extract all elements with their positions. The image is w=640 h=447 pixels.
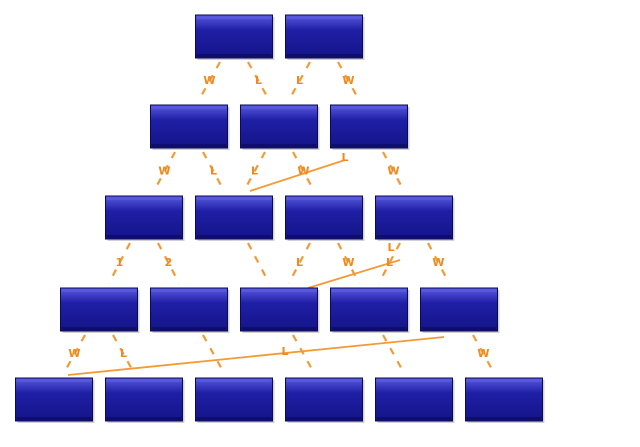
bracket-slot (195, 14, 275, 60)
bracket-slot (150, 104, 230, 150)
loser-drop-line (307, 259, 401, 289)
bracket-slot (285, 14, 365, 60)
loser-drop-line (67, 336, 445, 376)
edge-label: L (296, 74, 303, 87)
edge-label: L (120, 347, 127, 360)
bracket-slot (240, 287, 320, 333)
edge-label: W (68, 347, 80, 360)
loser-drop-line (249, 159, 346, 192)
connector-line (288, 61, 311, 101)
bracket-slot (150, 287, 230, 333)
connector-line (382, 151, 405, 192)
bracket-slot (420, 287, 500, 333)
bracket-slot (240, 104, 320, 150)
bracket-slot (285, 195, 365, 241)
connector-layer (63, 61, 495, 374)
edge-label: W (432, 256, 444, 269)
bracket-slot (60, 287, 140, 333)
slot-layer (15, 14, 545, 423)
connector-line (472, 334, 495, 374)
edge-label: L (386, 256, 393, 269)
bracket-slot (195, 377, 275, 423)
connector-line (202, 151, 225, 192)
connector-line (292, 151, 315, 192)
connector-line (247, 61, 270, 101)
edge-label: W (297, 165, 309, 178)
edge-label: W (158, 165, 170, 178)
edge-label: W (342, 256, 354, 269)
loser-drop-label: L (387, 241, 394, 254)
bracket-slot (330, 287, 410, 333)
edge-label: W (387, 165, 399, 178)
edge-label: L (210, 165, 217, 178)
bracket-slot (375, 195, 455, 241)
edge-label: W (203, 74, 215, 87)
connector-line (63, 334, 86, 374)
edge-label: 2 (165, 256, 173, 269)
connector-line (243, 151, 266, 192)
bracket-slot (105, 377, 185, 423)
edge-label: L (296, 256, 303, 269)
connector-line (382, 334, 405, 374)
loser-drop-layer (67, 159, 445, 376)
edge-label: W (477, 347, 489, 360)
bracket-slot (195, 195, 275, 241)
edge-label: 1 (116, 256, 124, 269)
connector-line (198, 61, 221, 101)
bracket-slot (375, 377, 455, 423)
connector-line (112, 334, 135, 374)
edge-label: L (255, 74, 262, 87)
bracket-slot (465, 377, 545, 423)
connector-line (292, 334, 315, 374)
edge-label: W (342, 74, 354, 87)
connector-line (247, 242, 270, 284)
connector-line (202, 334, 225, 374)
bracket-slot (15, 377, 95, 423)
connector-line (153, 151, 176, 192)
bracket-slot (105, 195, 185, 241)
bracket-slot (285, 377, 365, 423)
edge-label: L (251, 165, 258, 178)
loser-drop-label: L (341, 151, 348, 164)
loser-drop-label: L (281, 345, 288, 358)
bracket-slot (330, 104, 410, 150)
connector-line (337, 61, 360, 101)
